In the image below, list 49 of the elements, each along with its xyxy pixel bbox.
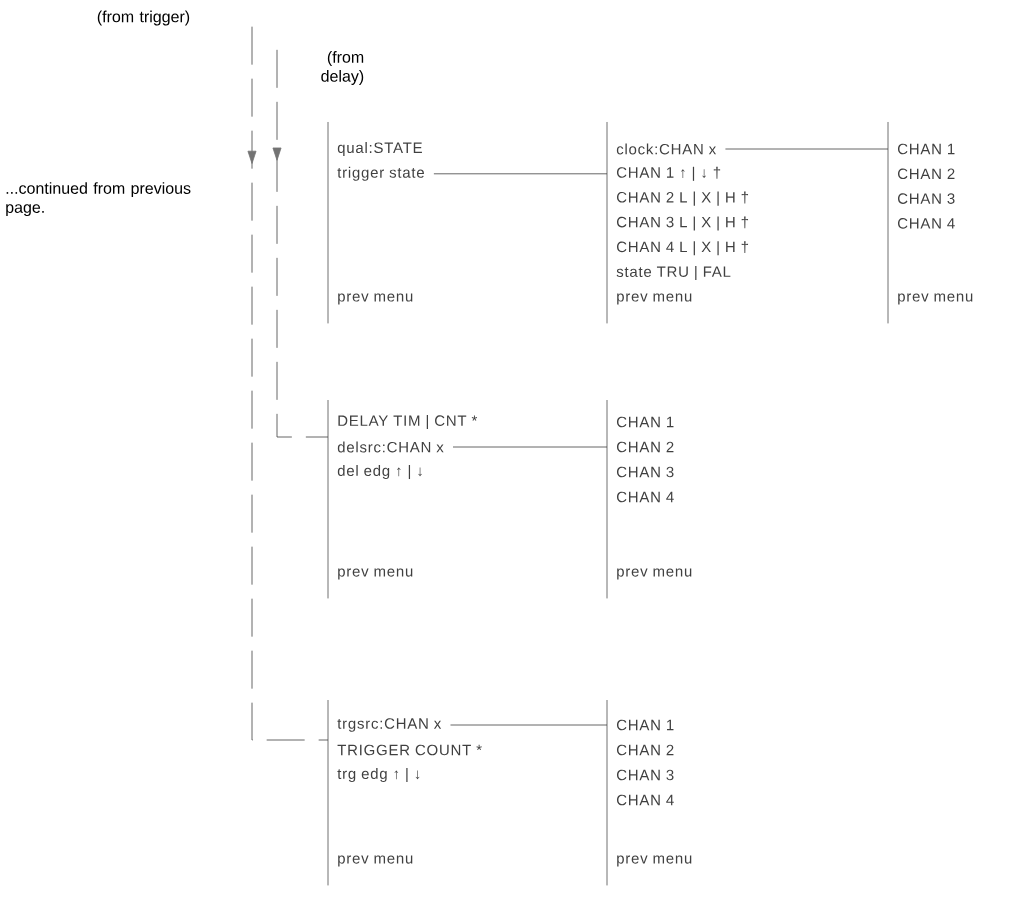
menu-item: trgsrc:CHAN x	[337, 718, 442, 732]
menu-panel	[606, 399, 692, 599]
menu-item: DELAY TIM | CNT *	[338, 415, 478, 430]
menu-item: trg edg ↑ | ↓	[337, 768, 420, 783]
menu-item: CHAN 3	[617, 466, 674, 478]
menu-item: prev menu	[338, 855, 413, 867]
menu-item: CHAN 1	[617, 416, 674, 428]
connector-line	[725, 148, 889, 150]
menu-panel	[327, 121, 424, 324]
menu-item: clock:CHAN x	[616, 143, 717, 155]
menu-item: CHAN 4	[617, 491, 674, 503]
menu-item: prev menu	[617, 293, 692, 305]
menu-panel	[606, 121, 748, 324]
menu-item: CHAN 4	[898, 218, 955, 229]
connector-line	[452, 446, 608, 448]
menu-item: prev menu	[338, 293, 413, 305]
menu-item: CHAN 2 L | X | H †	[617, 191, 748, 206]
menu-panel	[327, 399, 478, 599]
menu-item: state TRU | FAL	[616, 266, 731, 281]
menu-item: CHAN 3 L | X | H †	[617, 216, 748, 231]
connector-line	[450, 724, 608, 726]
menu-item: delsrc:CHAN x	[337, 441, 444, 453]
menu-item: CHAN 1	[617, 719, 674, 731]
menu-item: TRIGGER COUNT *	[337, 744, 482, 756]
note: ...continued from previous page.	[6, 182, 191, 217]
menu-item: qual:STATE	[337, 142, 422, 156]
connector-line	[247, 26, 329, 741]
menu-item: CHAN 2	[617, 744, 674, 756]
connector-line	[272, 49, 329, 438]
menu-item: CHAN 3	[898, 193, 955, 204]
menu-item: CHAN 4 L | X | H †	[617, 241, 748, 256]
connector-line	[433, 173, 608, 175]
menu-item: CHAN 1	[898, 143, 955, 155]
menu-panel	[606, 699, 692, 886]
menu-item: prev menu	[898, 293, 973, 305]
menu-item: prev menu	[338, 568, 413, 580]
menu-item: CHAN 2	[617, 441, 674, 453]
menu-item: trigger state	[337, 166, 424, 181]
menu-item: CHAN 4	[617, 794, 674, 806]
menu-panel	[327, 699, 482, 886]
menu-item: CHAN 2	[898, 168, 955, 180]
menu-item: CHAN 3	[617, 769, 674, 781]
source-label: (from trigger)	[97, 10, 190, 26]
menu-panel	[887, 121, 973, 324]
menu-item: prev menu	[617, 855, 692, 867]
menu-item: del edg ↑ | ↓	[337, 465, 422, 480]
source-label: (from delay)	[321, 51, 364, 85]
menu-item: prev menu	[617, 568, 692, 580]
menu-item: CHAN 1 ↑ | ↓ †	[617, 166, 721, 181]
